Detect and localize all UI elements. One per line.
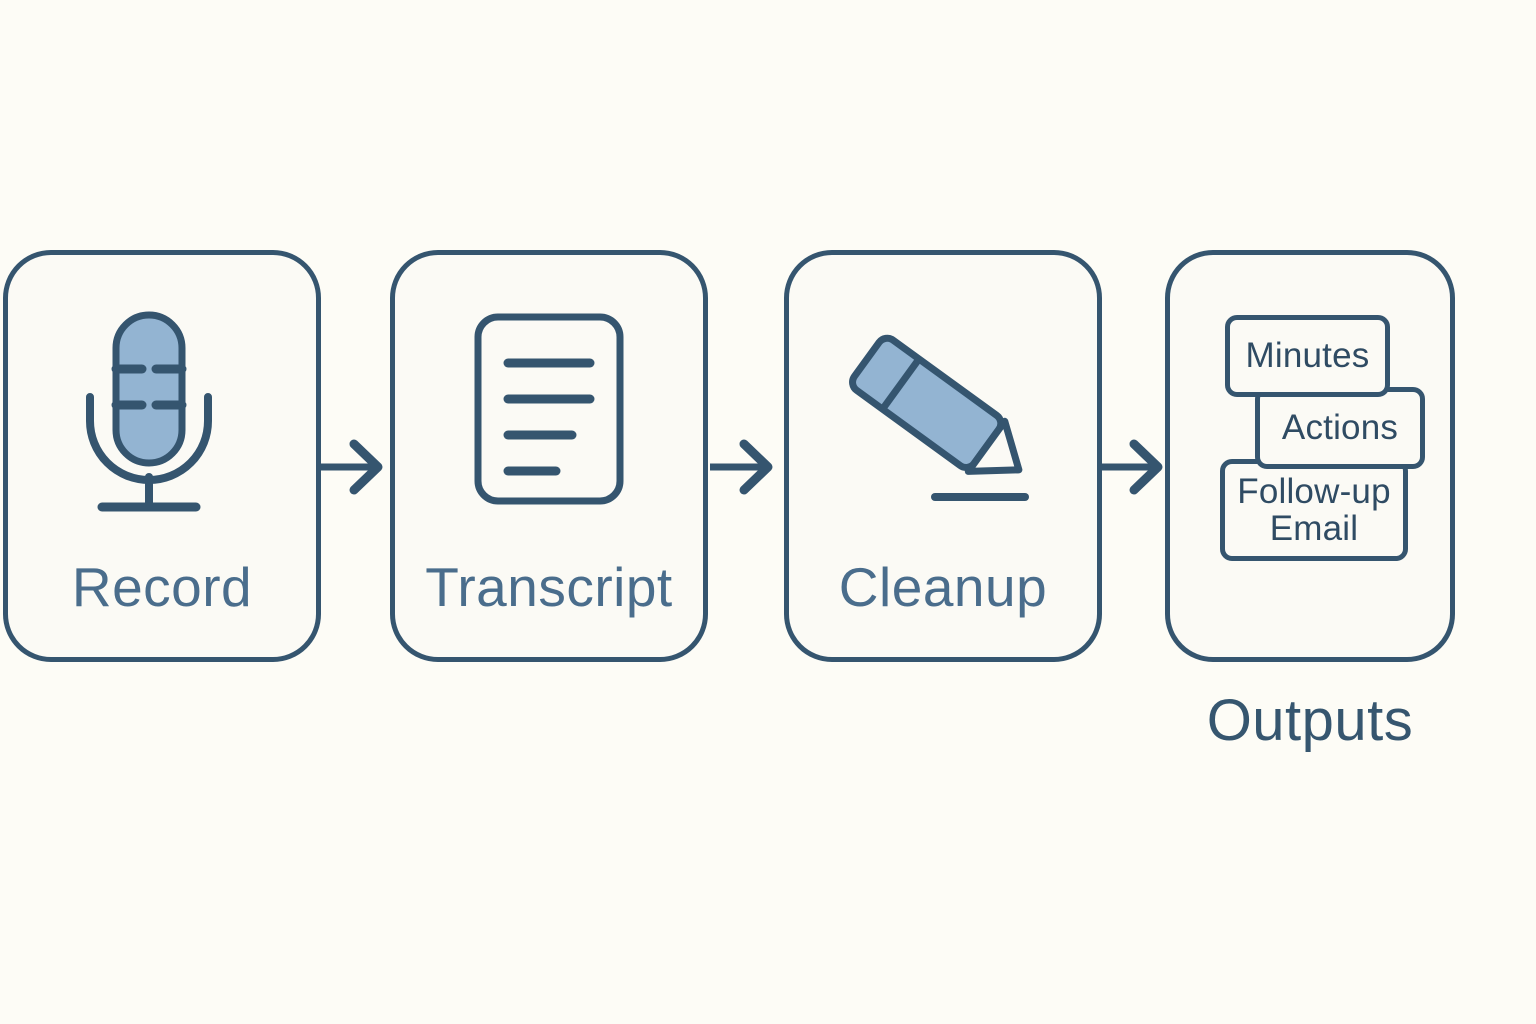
arrow-right-icon-transcript-to-cleanup (706, 438, 786, 496)
arrow-right-icon-cleanup-to-outputs (1096, 438, 1176, 496)
step-label-cleanup: Cleanup (838, 556, 1048, 618)
microphone-icon (8, 301, 316, 521)
step-label-transcript: Transcript (425, 556, 673, 618)
stacked-chips-icon: Minutes Actions Follow-up Email (1170, 315, 1450, 575)
output-chip-follow-up-email[interactable]: Follow-up Email (1220, 459, 1408, 561)
output-chip-minutes[interactable]: Minutes (1225, 315, 1390, 397)
output-chip-actions[interactable]: Actions (1255, 387, 1425, 469)
step-card-transcript[interactable]: Transcript (390, 250, 708, 662)
step-card-outputs[interactable]: Minutes Actions Follow-up Email (1165, 250, 1455, 662)
step-card-record[interactable]: Record (3, 250, 321, 662)
process-flow: Record Transcript (0, 250, 1536, 662)
step-label-record: Record (71, 556, 253, 618)
outputs-caption: Outputs (1206, 688, 1414, 753)
step-card-cleanup[interactable]: Cleanup (784, 250, 1102, 662)
pencil-edit-icon (789, 301, 1097, 521)
arrow-right-icon-record-to-transcript (316, 438, 396, 496)
document-lines-icon (395, 301, 703, 521)
